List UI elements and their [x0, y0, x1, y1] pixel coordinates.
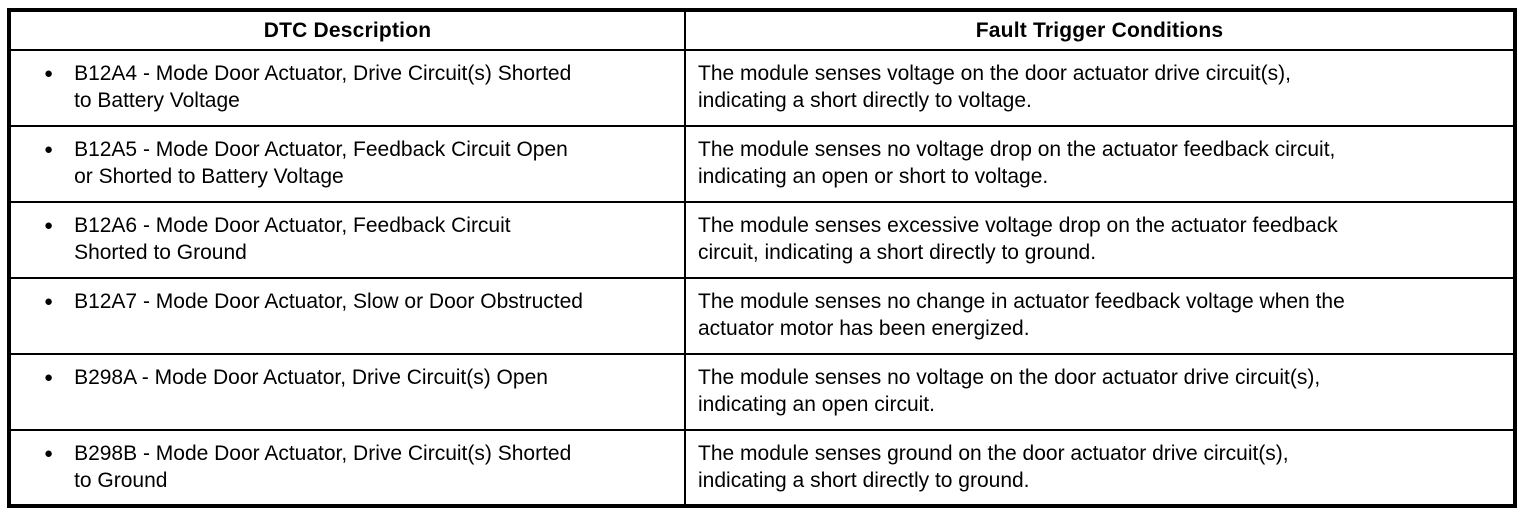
dtc-text: B298A - Mode Door Actuator, Drive Circui… — [74, 366, 548, 389]
dtc-cell: ● B298B - Mode Door Actuator, Drive Circ… — [8, 429, 686, 507]
table-row: ● B298B - Mode Door Actuator, Drive Circ… — [8, 429, 1516, 507]
dtc-text: B12A4 - Mode Door Actuator, Drive Circui… — [74, 62, 572, 112]
condition-text: The module senses no voltage drop on the… — [698, 138, 1336, 188]
dtc-cell: ● B12A5 - Mode Door Actuator, Feedback C… — [8, 125, 686, 203]
condition-cell: The module senses ground on the door act… — [684, 429, 1516, 507]
column-header-dtc-description: DTC Description — [8, 9, 686, 51]
dtc-fault-table: DTC Description Fault Trigger Conditions… — [7, 8, 1517, 508]
dtc-cell: ● B12A4 - Mode Door Actuator, Drive Circ… — [8, 49, 686, 127]
dtc-text: B12A5 - Mode Door Actuator, Feedback Cir… — [74, 138, 568, 188]
condition-text: The module senses ground on the door act… — [698, 442, 1289, 492]
table-row: ● B298A - Mode Door Actuator, Drive Circ… — [8, 353, 1516, 431]
condition-cell: The module senses voltage on the door ac… — [684, 49, 1516, 127]
table-row: ● B12A7 - Mode Door Actuator, Slow or Do… — [8, 277, 1516, 355]
bullet-icon: ● — [44, 445, 54, 462]
bullet-icon: ● — [44, 141, 54, 158]
dtc-cell: ● B12A6 - Mode Door Actuator, Feedback C… — [8, 201, 686, 279]
condition-text: The module senses voltage on the door ac… — [698, 62, 1291, 112]
dtc-text: B298B - Mode Door Actuator, Drive Circui… — [74, 442, 572, 492]
dtc-cell: ● B12A7 - Mode Door Actuator, Slow or Do… — [8, 277, 686, 355]
condition-cell: The module senses no voltage drop on the… — [684, 125, 1516, 203]
dtc-cell: ● B298A - Mode Door Actuator, Drive Circ… — [8, 353, 686, 431]
bullet-icon: ● — [44, 369, 54, 386]
dtc-text: B12A7 - Mode Door Actuator, Slow or Door… — [74, 290, 583, 313]
table-row: ● B12A6 - Mode Door Actuator, Feedback C… — [8, 201, 1516, 279]
condition-cell: The module senses no change in actuator … — [684, 277, 1516, 355]
condition-cell: The module senses no voltage on the door… — [684, 353, 1516, 431]
condition-text: The module senses no voltage on the door… — [698, 366, 1321, 416]
table-row: ● B12A4 - Mode Door Actuator, Drive Circ… — [8, 49, 1516, 127]
condition-cell: The module senses excessive voltage drop… — [684, 201, 1516, 279]
column-header-fault-trigger-conditions: Fault Trigger Conditions — [684, 9, 1516, 51]
condition-text: The module senses excessive voltage drop… — [698, 214, 1338, 264]
dtc-text: B12A6 - Mode Door Actuator, Feedback Cir… — [74, 214, 511, 264]
bullet-icon: ● — [44, 293, 54, 310]
bullet-icon: ● — [44, 217, 54, 234]
table-header-row: DTC Description Fault Trigger Conditions — [8, 9, 1516, 51]
table-row: ● B12A5 - Mode Door Actuator, Feedback C… — [8, 125, 1516, 203]
bullet-icon: ● — [44, 65, 54, 82]
condition-text: The module senses no change in actuator … — [698, 290, 1345, 340]
